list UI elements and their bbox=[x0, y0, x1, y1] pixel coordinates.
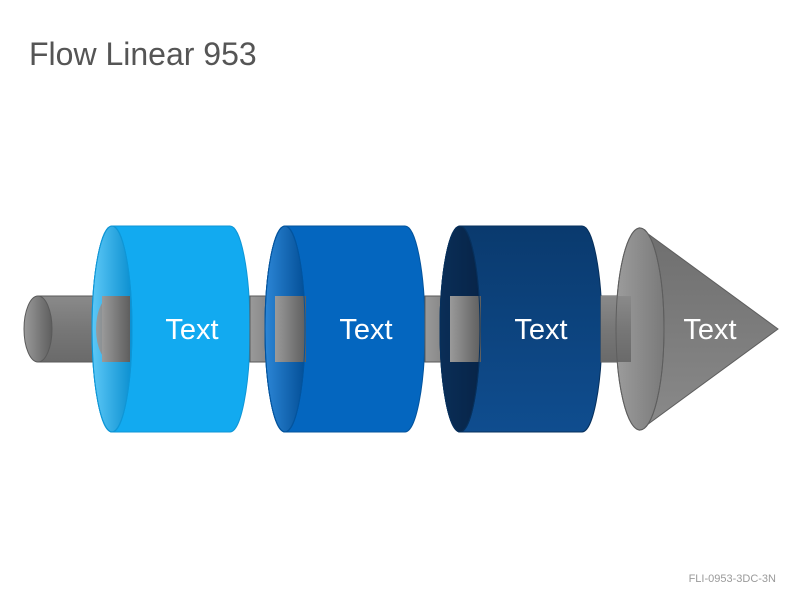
flow-step-2: Text bbox=[264, 225, 426, 433]
flow-step-4-label: Text bbox=[683, 314, 736, 346]
flow-step-3: Text bbox=[439, 225, 603, 433]
flow-step-1-label: Text bbox=[165, 314, 218, 346]
slide-title: Flow Linear 953 bbox=[29, 36, 257, 72]
flow-step-2-label: Text bbox=[339, 314, 392, 346]
flow-step-3-label: Text bbox=[514, 314, 567, 346]
flow-step-4-arrowhead: Text bbox=[601, 227, 779, 431]
flow-step-1: Text bbox=[91, 225, 251, 433]
slide-code: FLI-0953-3DC-3N bbox=[688, 573, 776, 585]
